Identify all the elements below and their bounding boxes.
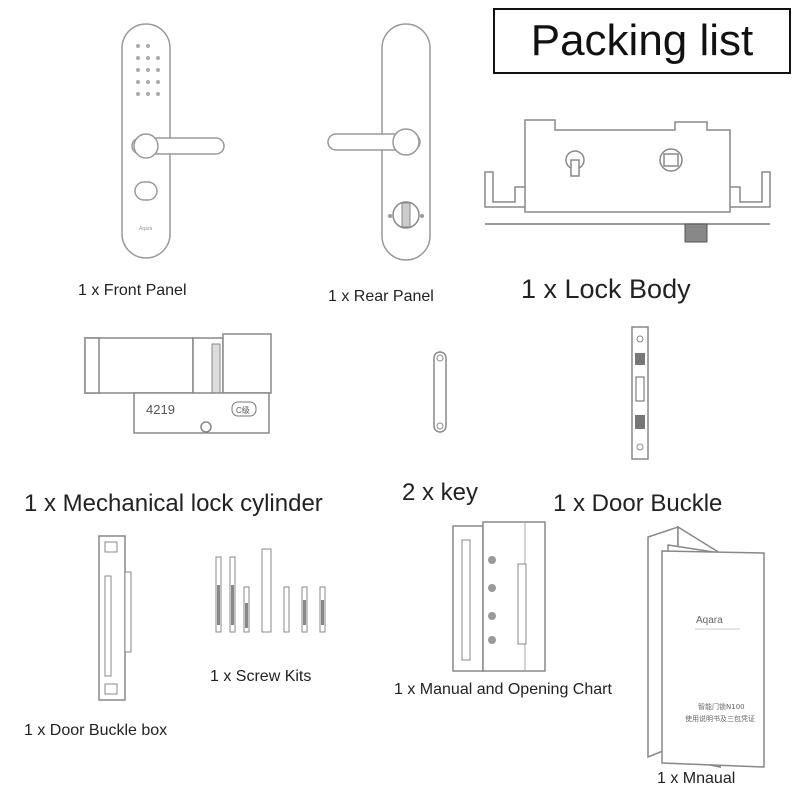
manual-booklet-illustration: Aqara 智能门锁N100 使用说明书及三包凭证 [640,525,770,770]
item-label-front-panel: 1 x Front Panel [78,282,187,299]
door-buckle-illustration [620,325,660,465]
lock-cylinder-illustration: 4219 C级 [82,330,277,445]
manual-title-line2: 使用说明书及三包凭证 [685,714,755,723]
lock-body-illustration [485,112,770,247]
screw-kits-illustration [208,545,333,640]
door-buckle-box-illustration [85,532,135,707]
front-panel-brand: Aqara [139,226,153,232]
item-label-manual: 1 x Mnaual [657,770,736,787]
cylinder-mark: C级 [236,405,250,415]
manual-title-line1: 智能门锁N100 [698,702,745,711]
front-panel-illustration: Aqara [110,22,230,262]
manual-brand: Aqara [696,615,723,626]
item-label-screw-kits: 1 x Screw Kits [210,668,312,685]
item-label-lock-cylinder: 1 x Mechanical lock cylinder [24,490,323,517]
item-label-opening-chart: 1 x Manual and Opening Chart [394,681,612,698]
item-label-key: 2 x key [402,479,479,506]
item-label-door-buckle-box: 1 x Door Buckle box [24,722,168,739]
opening-chart-illustration [450,520,550,675]
key-illustration [425,348,455,438]
item-label-door-buckle: 1 x Door Buckle [553,490,723,517]
item-label-lock-body: 1 x Lock Body [521,274,691,304]
cylinder-number: 4219 [146,402,175,417]
page-title: Packing list [493,8,791,74]
item-label-rear-panel: 1 x Rear Panel [328,288,434,305]
rear-panel-illustration [320,22,440,262]
